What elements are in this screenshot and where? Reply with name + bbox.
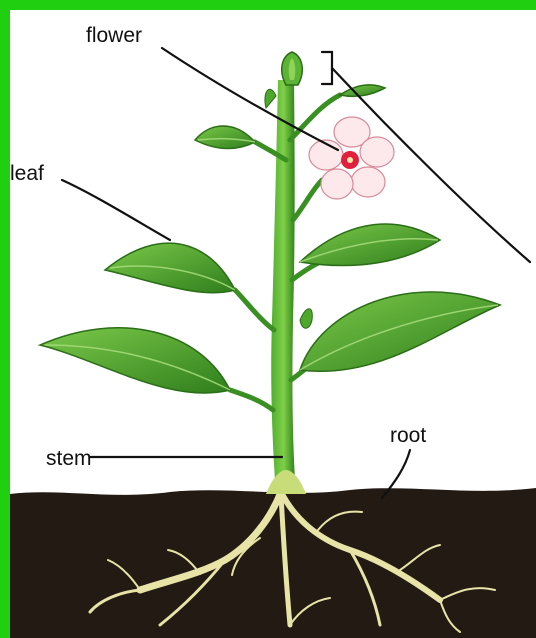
stem-label: stem: [46, 447, 92, 470]
flower-label: flower: [86, 24, 142, 47]
root-label: root: [390, 424, 426, 447]
leaf-label: leaf: [10, 162, 44, 185]
top-bud: [282, 52, 303, 85]
